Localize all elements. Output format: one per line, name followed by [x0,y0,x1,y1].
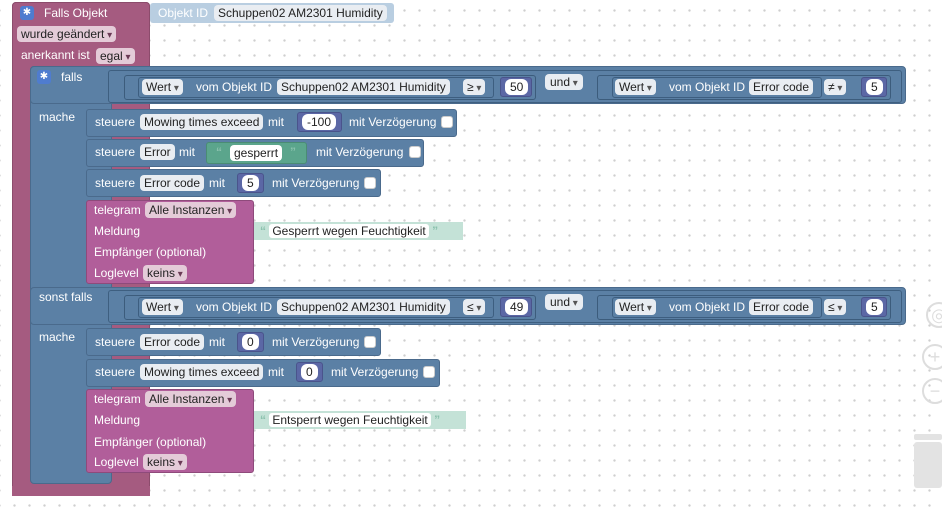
target-field[interactable]: Mowing times exceed [140,114,264,130]
number-input[interactable]: 50 [505,79,529,95]
mit-label: mit [268,115,284,129]
vom-label: vom Objekt ID [669,300,746,314]
wert-block-left[interactable] [138,297,494,318]
object-id-field[interactable]: Schuppen02 AM2301 Humidity [277,79,450,95]
quote-close-icon: ” [290,145,296,159]
operator-dropdown[interactable]: ≤ [824,299,847,315]
quote-close-icon: ” [434,413,441,427]
vom-label: vom Objekt ID [196,80,273,94]
mit-label: mit [268,365,284,379]
delay-label: mit Verzögerung [272,335,360,349]
steuere-block[interactable] [86,328,381,356]
falls-label: falls [61,70,83,84]
center-icon[interactable]: ◎ [926,302,942,328]
delay-checkbox[interactable] [409,146,421,158]
message-text[interactable]: Entsperrt wegen Feuchtigkeit [269,413,431,427]
steuere-label: steuere [95,365,136,379]
steuere-block[interactable] [86,169,381,197]
delay-checkbox[interactable] [364,336,376,348]
number-input[interactable]: 5 [242,175,259,191]
und-dropdown[interactable]: und [545,294,583,310]
quote-open-icon: “ [216,145,222,159]
message-string-block[interactable]: “ Entsperrt wegen Feuchtigkeit ” [254,411,466,429]
meldung-label: Meldung [94,224,141,238]
gear-icon[interactable]: ✱ [20,6,34,20]
string-input[interactable]: gesperrt [230,145,283,161]
instances-dropdown[interactable]: Alle Instanzen [145,391,237,407]
gear-icon[interactable]: ✱ [37,70,51,84]
vom-label: vom Objekt ID [196,300,273,314]
steuere-label: steuere [95,115,136,129]
target-field[interactable]: Error code [140,175,205,191]
number-input[interactable]: 0 [242,334,259,350]
number-input[interactable]: 5 [866,299,883,315]
number-input[interactable]: 0 [301,364,318,380]
mache-label: mache [39,330,76,344]
quote-open-icon: “ [260,413,266,427]
number-input[interactable]: -100 [302,114,337,130]
wert-block-right[interactable] [612,77,822,98]
message-string-block[interactable]: “ Gesperrt wegen Feuchtigkeit ” [254,222,463,240]
objekt-id-field[interactable]: Schuppen02 AM2301 Humidity [214,5,387,21]
und-dropdown[interactable]: und [545,74,583,90]
delay-label: mit Verzögerung [272,176,360,190]
steuere-label: steuere [95,335,136,349]
delay-label: mit Verzögerung [316,145,404,159]
loglevel-dropdown[interactable]: keins [143,265,187,281]
mit-label: mit [209,335,225,349]
objekt-id-label: Objekt ID [158,6,209,20]
delay-label: mit Verzögerung [331,365,419,379]
mit-label: mit [209,176,225,190]
anerkannt-dropdown[interactable]: egal [96,48,135,64]
steuere-label: steuere [95,176,136,190]
target-field[interactable]: Error [140,144,175,160]
wurde-dropdown[interactable]: wurde geändert [17,26,117,42]
mache-label: mache [39,110,76,124]
message-text[interactable]: Gesperrt wegen Feuchtigkeit [269,224,429,238]
mit-label: mit [179,145,195,159]
empfaenger-label: Empfänger (optional) [94,245,207,259]
target-field[interactable]: Error code [140,334,205,350]
falls-objekt-label: Falls Objekt [44,6,108,20]
object-id-field[interactable]: Schuppen02 AM2301 Humidity [277,299,450,315]
delay-checkbox[interactable] [423,366,435,378]
sonst-falls-label: sonst falls [39,290,93,304]
delay-checkbox[interactable] [441,116,453,128]
zoom-out-icon[interactable]: − [922,378,942,404]
quote-open-icon: “ [260,224,266,238]
zoom-in-icon[interactable]: + [922,344,942,370]
object-id-field[interactable]: Error code [749,299,814,315]
wert-dropdown[interactable]: Wert [142,299,183,315]
loglevel-dropdown[interactable]: keins [143,454,187,470]
loglevel-label: Loglevel [94,266,139,280]
loglevel-label: Loglevel [94,455,139,469]
anerkannt-label: anerkannt ist [21,48,90,62]
instances-dropdown[interactable]: Alle Instanzen [145,202,237,218]
operator-dropdown[interactable]: ≥ [463,79,486,95]
wert-dropdown[interactable]: Wert [142,79,183,95]
wert-dropdown[interactable]: Wert [615,299,656,315]
operator-dropdown[interactable]: ≠ [824,79,847,95]
event-footer [12,486,150,496]
number-input[interactable]: 49 [505,299,529,315]
delay-checkbox[interactable] [364,177,376,189]
telegram-label: telegram [94,203,141,217]
wert-block-right[interactable] [612,297,822,318]
empfaenger-label: Empfänger (optional) [94,435,207,449]
delay-label: mit Verzögerung [349,115,437,129]
meldung-label: Meldung [94,413,141,427]
trash-icon[interactable] [912,434,942,490]
quote-close-icon: ” [432,224,439,238]
target-field[interactable]: Mowing times exceed [140,364,264,380]
number-input[interactable]: 5 [866,79,883,95]
wert-dropdown[interactable]: Wert [615,79,656,95]
telegram-label: telegram [94,392,141,406]
steuere-label: steuere [95,145,136,159]
operator-dropdown[interactable]: ≤ [463,299,486,315]
object-id-field[interactable]: Error code [749,79,814,95]
vom-label: vom Objekt ID [669,80,746,94]
